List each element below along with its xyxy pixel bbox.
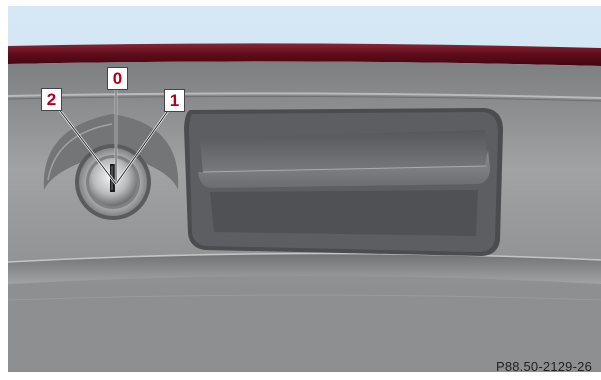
callout-position-0: 0 xyxy=(107,67,128,90)
callout-position-1: 1 xyxy=(164,89,185,112)
callout-position-2: 2 xyxy=(41,88,62,111)
figure-code: P88.50-2129-26 xyxy=(496,359,592,374)
